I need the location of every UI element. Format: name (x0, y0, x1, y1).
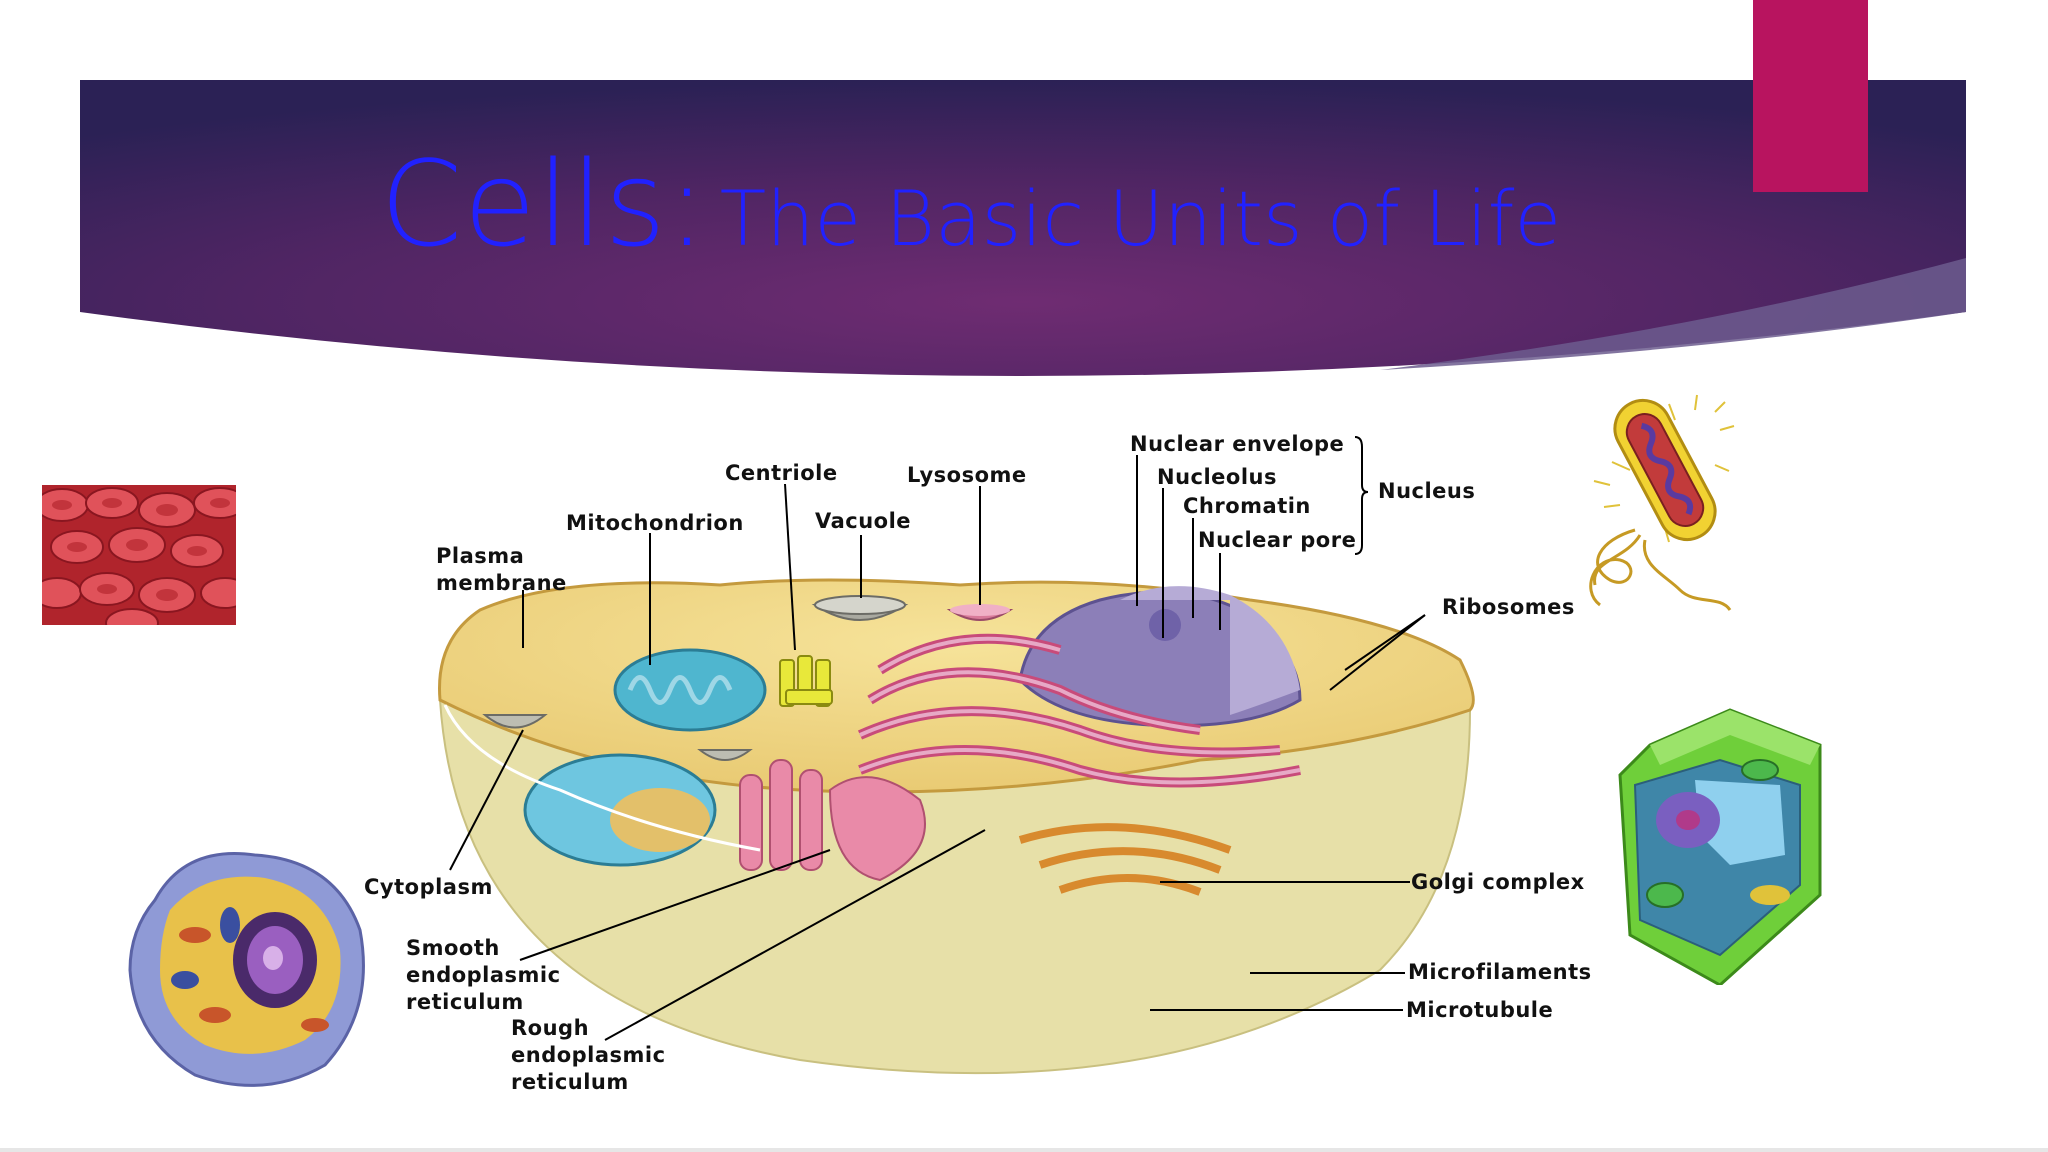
label-plasma-membrane-line1: Plasma (436, 544, 525, 568)
bacterium-image (1589, 394, 1735, 611)
label-smooth-er-line2: endoplasmic (406, 963, 561, 987)
centriole-shape (779, 655, 833, 707)
red-blood-cells-image (42, 485, 236, 625)
title-subtitle: The Basic Units of Life (719, 174, 1562, 263)
label-centriole: Centriole (725, 461, 838, 485)
title-main: Cells: (380, 135, 708, 273)
label-lysosome: Lysosome (907, 463, 1027, 487)
label-rough-er-line2: endoplasmic (511, 1043, 666, 1067)
label-microfilaments: Microfilaments (1408, 960, 1592, 984)
label-nuclear-pore: Nuclear pore (1198, 528, 1357, 552)
nucleus-shape (1018, 586, 1302, 728)
golgi-shape (1018, 823, 1232, 896)
label-chromatin: Chromatin (1183, 494, 1311, 518)
accent-tab (1753, 0, 1868, 192)
label-mitochondrion: Mitochondrion (566, 511, 744, 535)
label-rough-er-line1: Rough (511, 1016, 590, 1040)
vacuole-shapes (482, 595, 1014, 761)
label-vacuole: Vacuole (815, 509, 912, 533)
label-microtubule: Microtubule (1406, 998, 1554, 1022)
mitochondria-shapes (523, 648, 767, 867)
label-plasma-membrane-line2: membrane (436, 571, 567, 595)
slide-title: Cells:The Basic Units of Life (380, 135, 1561, 273)
label-smooth-er: Smooth endoplasmic reticulum (406, 935, 561, 1016)
label-rough-er-line3: reticulum (511, 1070, 629, 1094)
bottom-rule (0, 1148, 2048, 1152)
label-nuclear-envelope: Nuclear envelope (1130, 432, 1345, 456)
label-cytoplasm: Cytoplasm (364, 875, 493, 899)
label-nucleolus: Nucleolus (1157, 465, 1277, 489)
label-golgi-complex: Golgi complex (1411, 870, 1585, 894)
animal-cell-image (128, 851, 365, 1087)
label-ribosomes: Ribosomes (1442, 595, 1575, 619)
label-smooth-er-line3: reticulum (406, 990, 524, 1014)
label-smooth-er-line1: Smooth (406, 936, 500, 960)
label-plasma-membrane: Plasma membrane (436, 543, 567, 597)
label-nucleus: Nucleus (1378, 479, 1476, 503)
plant-cell-image (1618, 708, 1822, 985)
leader-lines (449, 436, 1426, 1041)
header-band (80, 80, 1966, 376)
label-rough-er: Rough endoplasmic reticulum (511, 1015, 666, 1096)
